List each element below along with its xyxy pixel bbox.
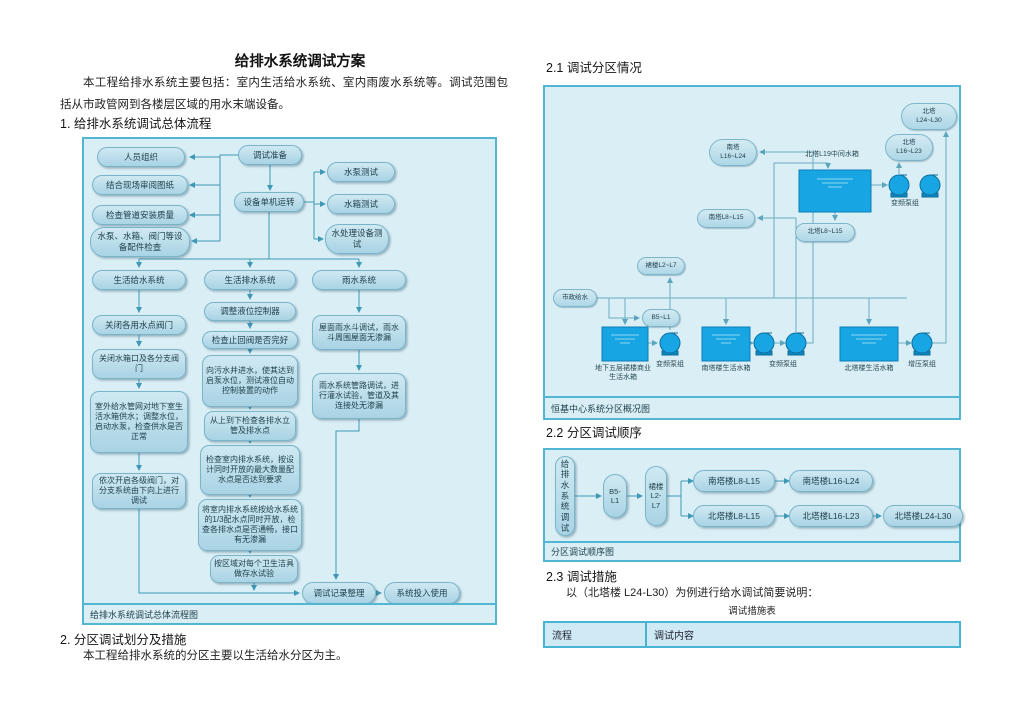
zone-oval-northhigh: 北塔 L24~L30 bbox=[901, 103, 957, 130]
tank-label-south: 南塔楼生活水箱 bbox=[701, 365, 751, 372]
tank-label-mid: 北塔L19中间水箱 bbox=[805, 151, 859, 158]
pump-label-pnorth: 增压泵组 bbox=[908, 361, 936, 368]
zone-oval-northmid: 北塔 L16~L23 bbox=[885, 134, 933, 161]
flow-node-b6: 检查室内排水系统，按设计同时开放的最大数量配水点是否达到要求 bbox=[200, 445, 300, 495]
flow-node-parts: 水泵、水箱、阀门等设备配件检查 bbox=[90, 227, 190, 257]
sequence-connectors bbox=[575, 478, 882, 519]
seq-node-southhigh: 南塔楼L16-L24 bbox=[789, 470, 873, 492]
pump-mid-1 bbox=[888, 174, 910, 198]
flow-node-b5: 从上到下检查各排水立管及排水点 bbox=[204, 411, 296, 441]
sequence-diagram-panel: 给排水系统调试 B5- L1 裙楼 L2- L7 南塔楼L8-L15 南塔楼L16-L2… bbox=[543, 448, 963, 562]
seq-node-northmid: 北塔楼L16-L23 bbox=[789, 505, 873, 527]
flow-node-prep: 调试准备 bbox=[238, 145, 302, 165]
pump-basement bbox=[659, 332, 681, 356]
pump-mid-2 bbox=[919, 174, 941, 198]
zone-diagram-graphics bbox=[597, 131, 949, 362]
flow-node-b8: 按区域对每个卫生洁具做存水试验 bbox=[210, 555, 298, 583]
zone-oval-northlow: 北塔L8~L15 bbox=[795, 223, 855, 242]
flow-node-a3: 关闭水箱口及各分支阀门 bbox=[92, 349, 186, 379]
tank-south-tower bbox=[701, 326, 751, 362]
measures-table-title: 调试措施表 bbox=[728, 606, 776, 617]
zone-diagram-caption: 恒基中心系统分区概况图 bbox=[545, 396, 959, 418]
flow-node-b4: 向污水井进水，使其达到启泵水位，测试液位自动控制装置的动作 bbox=[202, 355, 298, 407]
flow-node-c1: 雨水系统 bbox=[312, 270, 406, 290]
section22-heading: 2.2 分区调试顺序 bbox=[546, 426, 642, 440]
zone-diagram-panel: 市政给水 B5~L1 裙楼L2~L7 南塔L8~L15 南塔 L16~L24 北塔L8~L… bbox=[543, 85, 961, 420]
pump-shapes bbox=[659, 174, 941, 356]
section2-text: 本工程给排水系统的分区主要以生活给水分区为主。 bbox=[83, 650, 348, 662]
tank-north-tower bbox=[839, 326, 899, 362]
overall-flowchart-caption: 给排水系统调试总体流程图 bbox=[84, 603, 495, 623]
measures-table-header-process: 流程 bbox=[545, 623, 647, 646]
pump-south-2 bbox=[785, 332, 807, 356]
document-title: 给排水系统调试方案 bbox=[234, 54, 366, 70]
section2-heading: 2. 分区调试划分及措施 bbox=[60, 633, 187, 647]
seq-node-podium: 裙楼 L2- L7 bbox=[645, 466, 667, 526]
flow-node-c3: 雨水系统管路调试，进行灌水试验，管道及其连接处无渗漏 bbox=[312, 373, 406, 419]
flow-node-treattest: 水处理设备测试 bbox=[325, 224, 389, 254]
measures-table: 流程 调试内容 bbox=[543, 621, 961, 648]
pump-label-pbase: 变频泵组 bbox=[656, 361, 684, 368]
tank-basement bbox=[601, 326, 649, 362]
pump-label-pmid: 变频泵组 bbox=[891, 200, 919, 207]
flow-node-b7: 将室内排水系统按给水系统的1/3配水点同时开放，检查各排水点是否通畅，接口有无渗… bbox=[198, 499, 302, 551]
flow-node-b2: 调整液位控制器 bbox=[204, 302, 296, 321]
overall-flowchart-connectors bbox=[136, 154, 382, 596]
flow-node-org: 人员组织 bbox=[97, 147, 185, 167]
flow-node-a4: 室外给水管网对地下室生活水箱供水；调整水位，启动水泵，检查供水是否正常 bbox=[90, 391, 188, 453]
overall-flowchart-panel: 人员组织结合现场审阅图纸检查管道安装质量水泵、水箱、阀门等设备配件检查 调试准备设… bbox=[82, 137, 497, 625]
pump-label-psouth: 变频泵组 bbox=[769, 361, 797, 368]
section1-heading: 1. 给排水系统调试总体流程 bbox=[60, 117, 212, 131]
seq-node-b5l1: B5- L1 bbox=[603, 474, 627, 518]
water-tank-shapes bbox=[601, 169, 899, 362]
seq-node-northhigh: 北塔楼L24-L30 bbox=[883, 505, 963, 527]
flow-node-a1: 生活给水系统 bbox=[92, 270, 186, 290]
pump-south-1 bbox=[753, 332, 775, 356]
flow-node-a5: 依次开启各级阀门，对分支系统由下向上进行调试 bbox=[92, 473, 186, 509]
flow-node-b3: 检查止回阀是否完好 bbox=[202, 331, 298, 349]
tank-label-base: 地下五层裙楼商业生活水箱 bbox=[595, 365, 651, 382]
seq-node-root: 给排水系统调试 bbox=[555, 456, 575, 536]
zone-oval-podium: 裙楼L2~L7 bbox=[637, 257, 685, 275]
flow-node-c2: 屋面雨水斗调试，雨水斗周围屋面无渗漏 bbox=[312, 315, 406, 350]
section23-text: 以（北塔楼 L24-L30）为例进行给水调试简要说明： bbox=[566, 587, 819, 599]
flow-node-m1: 调试记录整理 bbox=[302, 582, 376, 604]
intro-paragraph: 本工程给排水系统主要包括：室内生活给水系统、室内雨废水系统等。调试范围包括从市政… bbox=[60, 77, 508, 111]
tank-label-north: 北塔楼生活水箱 bbox=[844, 365, 894, 372]
flow-node-a2: 关闭各用水点阀门 bbox=[92, 315, 186, 335]
section23-heading: 2.3 调试措施 bbox=[546, 570, 617, 584]
zone-oval-southlow: 南塔L8~L15 bbox=[697, 209, 755, 228]
seq-node-southlow: 南塔楼L8-L15 bbox=[693, 470, 775, 492]
flow-node-tanktest: 水箱测试 bbox=[327, 194, 395, 214]
flow-node-drawings: 结合现场审阅图纸 bbox=[92, 175, 188, 195]
flow-node-pumptest: 水泵测试 bbox=[327, 162, 395, 182]
flow-node-b1: 生活排水系统 bbox=[204, 270, 296, 290]
seq-node-northlow: 北塔楼L8-L15 bbox=[693, 505, 775, 527]
tank-mid-north-l19 bbox=[798, 169, 872, 213]
measures-table-header-content: 调试内容 bbox=[654, 631, 694, 642]
section21-heading: 2.1 调试分区情况 bbox=[546, 61, 642, 75]
zone-oval-b5: B5~L1 bbox=[642, 309, 680, 327]
flow-node-run: 设备单机运转 bbox=[234, 192, 304, 212]
zone-oval-southhigh: 南塔 L16~L24 bbox=[709, 139, 757, 166]
zone-oval-municipal: 市政给水 bbox=[553, 289, 597, 307]
sequence-diagram-caption: 分区调试顺序图 bbox=[545, 541, 959, 560]
pump-north bbox=[911, 332, 933, 356]
flow-node-pipe: 检查管道安装质量 bbox=[92, 205, 188, 225]
flow-node-m2: 系统投入使用 bbox=[384, 582, 460, 604]
